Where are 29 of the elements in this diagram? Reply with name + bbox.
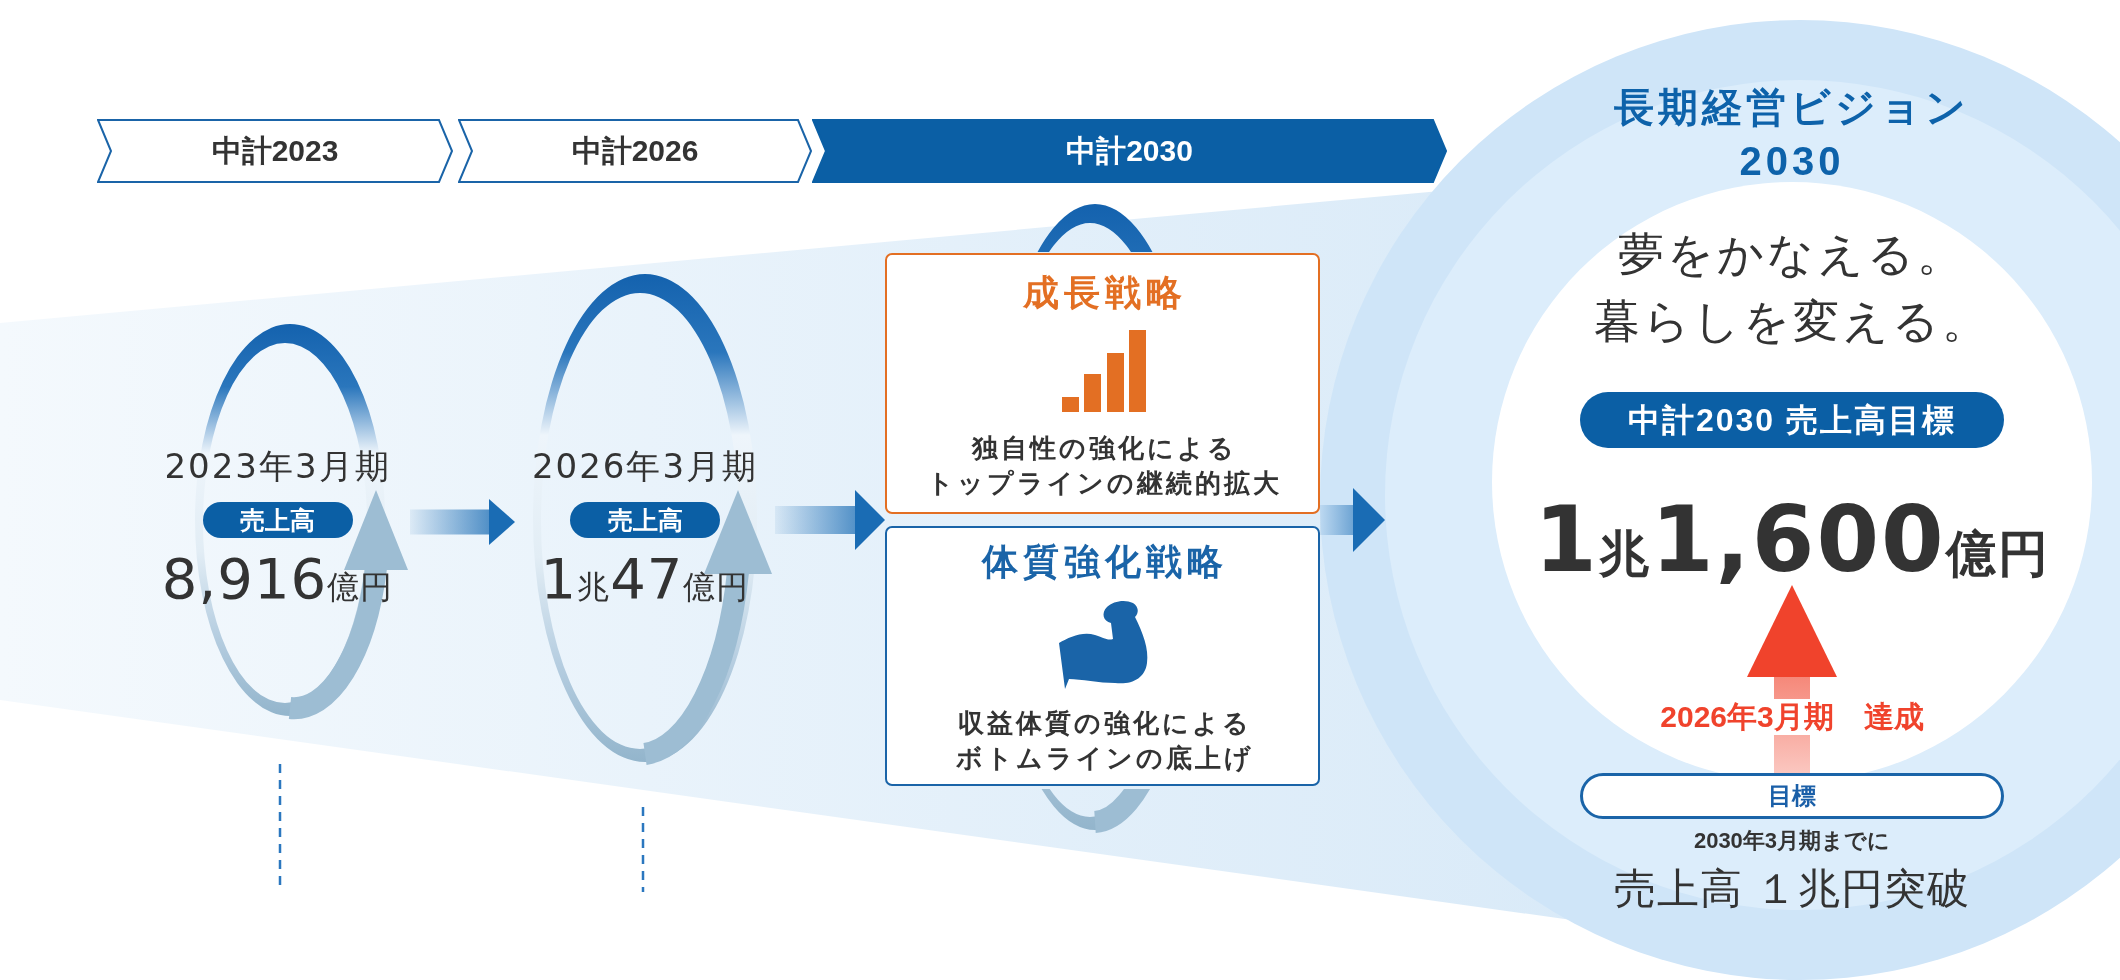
chevron-step (97, 119, 453, 183)
strategy-heading: 体質強化戦略 (980, 542, 1229, 582)
sales-tag-pill: 売上高 (570, 502, 720, 538)
phase-label: 中計2026 (570, 133, 700, 169)
chevron-step (812, 119, 1447, 183)
block-arrow (775, 490, 885, 550)
sales-figure: 8,916億円 (160, 547, 395, 611)
deadline-note: 2030年3月期までに (1692, 827, 1892, 855)
goal-statement: 売上高 １兆円突破 (1612, 866, 1972, 910)
sales-tag-pill: 売上高 (202, 502, 353, 538)
strategy-description: 独自性の強化によるトップラインの継続的拡大 (926, 432, 1283, 500)
strategy-card (885, 253, 1320, 514)
strategy-heading: 成長戦略 (1021, 273, 1188, 313)
phase-label: 中計2023 (210, 133, 340, 169)
chevron-step (458, 119, 812, 183)
fiscal-period-label: 2026年3月期 (530, 446, 760, 486)
sales-figure: 1兆47億円 (539, 547, 751, 611)
fiscal-period-label: 2023年3月期 (163, 446, 392, 486)
target-figure: 1兆1,600億円 (1512, 495, 2072, 585)
phase-label: 中計2030 (1065, 133, 1194, 169)
block-arrow (410, 499, 515, 545)
vision-heading: 長期経営ビジョン2030 (1613, 84, 1971, 185)
block-arrow (1320, 488, 1385, 552)
strategy-card (885, 526, 1320, 786)
strategy-description: 収益体質の強化によるボトムラインの底上げ (954, 707, 1255, 775)
block-arrow (1747, 585, 1837, 773)
slogan-text: 夢をかなえる。暮らしを変える。 (1592, 227, 1992, 349)
goal-outline-pill: 目標 (1580, 773, 2004, 819)
target-tag-pill: 中計2030 売上高目標 (1580, 392, 2004, 448)
